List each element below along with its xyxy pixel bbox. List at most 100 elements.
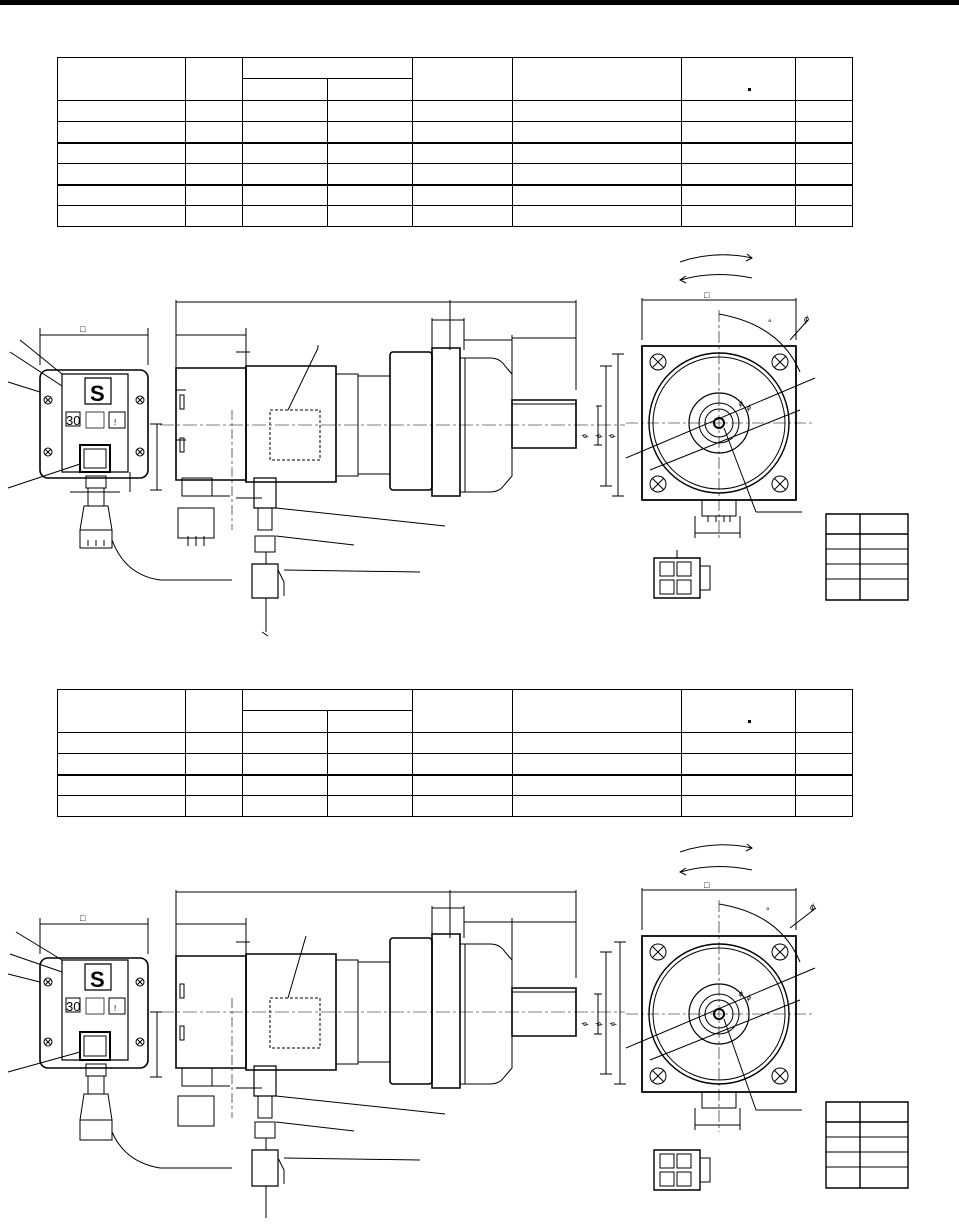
table-cell: [185, 184, 243, 206]
table-cell: [681, 163, 796, 185]
header-cell: [242, 689, 413, 711]
square-dim-label: □: [704, 880, 710, 890]
table-cell: [412, 753, 513, 775]
degree-label: °: [768, 318, 772, 328]
phi-label: ϕ: [810, 902, 815, 912]
header-cell: [412, 689, 513, 733]
table-cell: [242, 100, 328, 122]
side-view-2: [160, 890, 626, 1218]
plate-number: 30: [66, 413, 80, 428]
table-cell: [512, 732, 682, 754]
table-cell: [185, 121, 243, 143]
table-row: [57, 795, 853, 817]
header-cell: [57, 689, 186, 733]
table-cell: [681, 732, 796, 754]
table-cell: [795, 732, 853, 754]
table-cell: [185, 732, 243, 754]
table-cell: [512, 142, 682, 164]
header-cell: [681, 57, 796, 101]
table-cell: [795, 774, 853, 796]
table-cell: [327, 753, 413, 775]
phi-label: ϕ: [609, 434, 616, 438]
rear-view-1: [8, 328, 232, 580]
table-cell: [512, 774, 682, 796]
table-cell: [185, 142, 243, 164]
header-cell: [681, 689, 796, 733]
table-cell: [327, 142, 413, 164]
table-cell: [795, 100, 853, 122]
table-cell: [185, 795, 243, 817]
table-cell: [242, 163, 328, 185]
table-cell: [795, 795, 853, 817]
header-cell: [242, 78, 328, 101]
table-cell: [512, 163, 682, 185]
table-cell: [512, 184, 682, 206]
table-cell: [242, 184, 328, 206]
table-row: [57, 163, 853, 185]
table-cell: [412, 184, 513, 206]
header-cell: [512, 57, 682, 101]
table-cell: [512, 100, 682, 122]
motor-drawing-1: □ □ ϕ ° ϕ ϕ ϕ ϕ ϕ S 30 !: [0, 240, 959, 640]
table-cell: [57, 142, 186, 164]
table-cell: [242, 205, 328, 227]
spec-table-1: [57, 57, 853, 227]
table-cell: [412, 121, 513, 143]
table-cell: [795, 163, 853, 185]
square-dim-label: □: [80, 913, 86, 923]
table-row: [57, 184, 853, 206]
table-cell: [327, 774, 413, 796]
phi-label: ϕ: [739, 991, 743, 998]
side-view-1: [160, 300, 625, 636]
table-cell: [412, 732, 513, 754]
decimal-dot: [748, 88, 751, 91]
table-cell: [795, 753, 853, 775]
table-row: [57, 142, 853, 164]
header-cell: [242, 57, 413, 79]
plate-number: 30: [66, 999, 80, 1014]
rotation-arrow-cw: [680, 255, 752, 262]
front-view-2: [626, 888, 908, 1190]
header-cell: [412, 57, 513, 101]
table-cell: [681, 142, 796, 164]
header-cell: [327, 78, 413, 101]
table-row: [57, 774, 853, 796]
table-cell: [57, 184, 186, 206]
phi-label: ϕ: [596, 434, 603, 438]
header-cell: [512, 689, 682, 733]
front-view-1: [626, 298, 908, 600]
header-cell: [57, 57, 186, 101]
table-cell: [412, 774, 513, 796]
table-cell: [327, 205, 413, 227]
header-cell: [242, 710, 328, 733]
table-row: [57, 732, 853, 754]
table-cell: [681, 795, 796, 817]
table-cell: [795, 121, 853, 143]
table-cell: [185, 774, 243, 796]
table-cell: [681, 774, 796, 796]
phi-label: ϕ: [582, 1022, 589, 1026]
phi-label: ϕ: [804, 314, 809, 324]
table-cell: [327, 795, 413, 817]
table-row: [57, 205, 853, 227]
table-cell: [795, 184, 853, 206]
motor-drawing-2: □ □ ϕ ° ϕ ϕ ϕ ϕ ϕ S 30 !: [0, 832, 959, 1224]
table-cell: [512, 753, 682, 775]
table-cell: [242, 774, 328, 796]
table-cell: [242, 753, 328, 775]
phi-label: ϕ: [739, 401, 743, 408]
table-cell: [327, 100, 413, 122]
header-cell: [185, 57, 243, 101]
s-logo-icon: S: [90, 967, 105, 992]
warning-icon: !: [114, 418, 116, 427]
table-cell: [327, 732, 413, 754]
table-cell: [327, 163, 413, 185]
square-dim-label: □: [80, 324, 86, 334]
table-cell: [412, 142, 513, 164]
table-cell: [57, 732, 186, 754]
table-cell: [185, 163, 243, 185]
table-cell: [412, 100, 513, 122]
table-cell: [412, 205, 513, 227]
top-rule: [0, 0, 959, 5]
table-cell: [412, 795, 513, 817]
